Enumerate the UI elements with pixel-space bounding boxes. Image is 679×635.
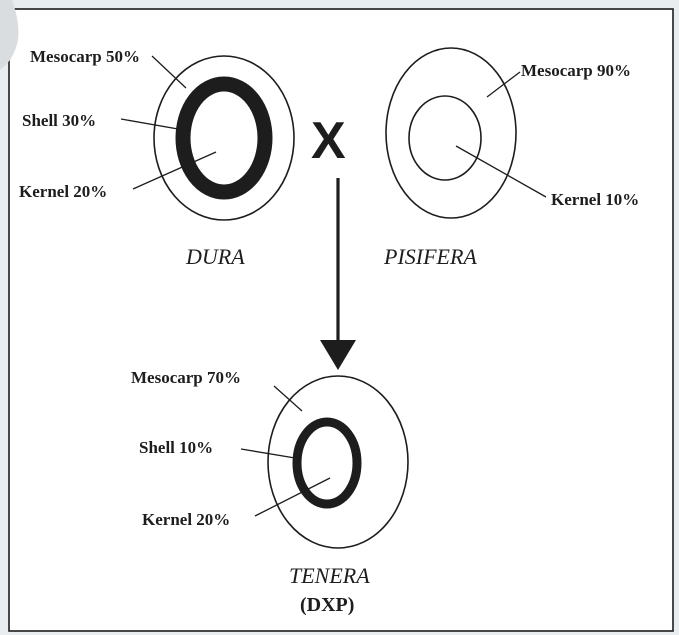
dura-mesocarp-leader: [151, 55, 187, 89]
dura-mesocarp-label: Mesocarp 50%: [30, 47, 140, 66]
arrow-head: [320, 340, 356, 370]
worn-corner: [0, 0, 19, 70]
tenera-fruit: Mesocarp 70% Shell 10% Kernel 20% TENERA…: [131, 368, 409, 616]
tenera-mesocarp-leader: [273, 385, 303, 412]
dura-name: DURA: [185, 244, 245, 269]
pisifera-kernel-ring: [408, 95, 482, 181]
dura-mesocarp-ring: [153, 55, 295, 221]
tenera-kernel-label: Kernel 20%: [142, 510, 230, 529]
tenera-mesocarp-label: Mesocarp 70%: [131, 368, 241, 387]
tenera-mesocarp-ring: [267, 375, 409, 549]
tenera-subtitle: (DXP): [300, 594, 354, 616]
dura-kernel-label: Kernel 20%: [19, 182, 107, 201]
pisifera-mesocarp-ring: [385, 47, 517, 219]
dura-shell-label: Shell 30%: [22, 111, 96, 130]
tenera-shell-leader: [240, 448, 302, 460]
tenera-shell-ring: [292, 417, 362, 509]
pisifera-mesocarp-label: Mesocarp 90%: [521, 61, 631, 80]
dura-fruit: Mesocarp 50% Shell 30% Kernel 20% DURA: [19, 47, 295, 269]
tenera-name: TENERA: [289, 563, 370, 588]
dura-kernel-leader: [132, 151, 217, 190]
dura-shell-ring: [175, 76, 273, 200]
pisifera-mesocarp-leader: [486, 71, 521, 98]
pisifera-name: PISIFERA: [383, 244, 477, 269]
cross-symbol: X: [311, 112, 346, 170]
pisifera-kernel-label: Kernel 10%: [551, 190, 639, 209]
pisifera-kernel-leader: [455, 145, 547, 198]
pisifera-fruit: Mesocarp 90% Kernel 10% PISIFERA: [383, 47, 639, 269]
tenera-shell-label: Shell 10%: [139, 438, 213, 457]
dura-shell-leader: [120, 118, 179, 130]
diagram-frame: [8, 8, 674, 632]
cross-result-arrow: [320, 178, 356, 370]
tenera-kernel-leader: [254, 477, 331, 517]
